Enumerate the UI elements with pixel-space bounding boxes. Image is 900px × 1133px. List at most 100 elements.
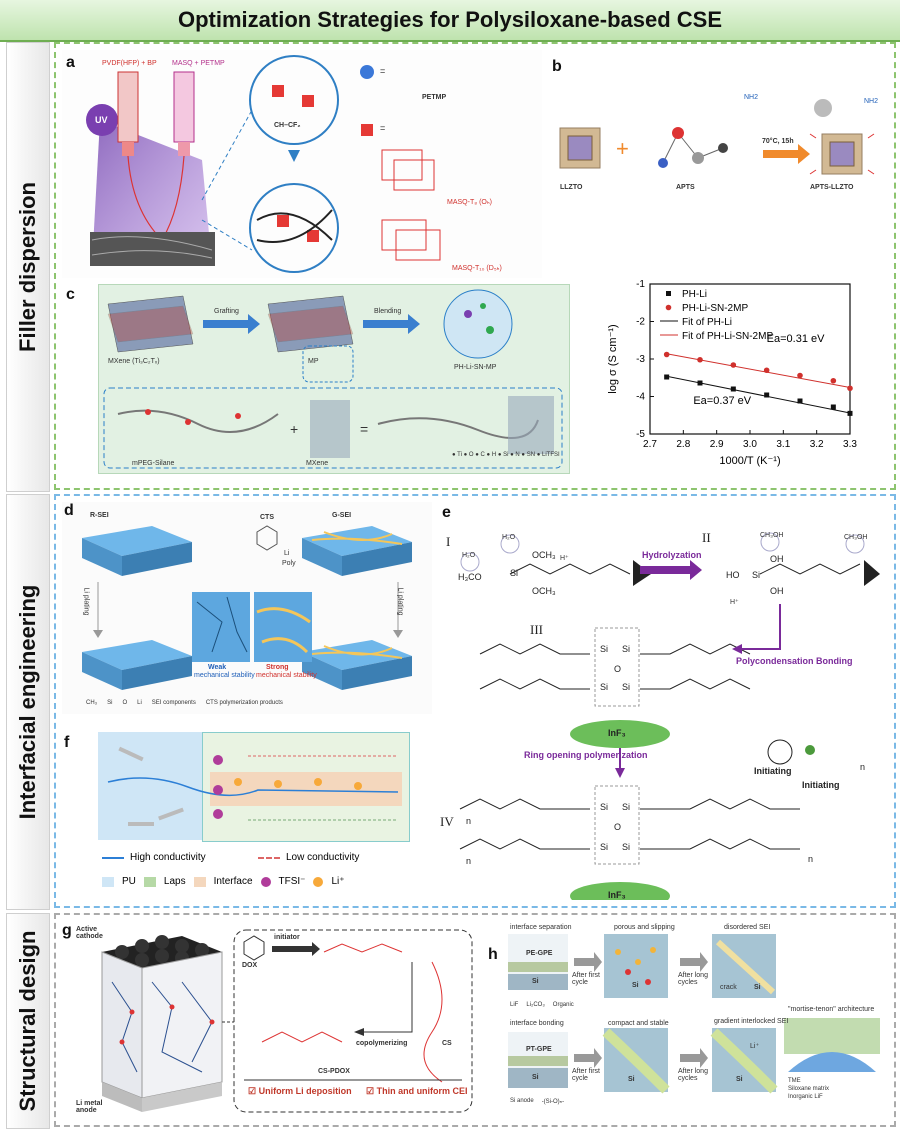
si-label-8: Si xyxy=(622,802,631,812)
mp-label: MP xyxy=(308,358,319,365)
legend-lif: LiF xyxy=(510,1002,519,1008)
section-label-text: Interfacial engineering xyxy=(15,584,40,820)
panel-h-legend-2: Si anode -(Si-O)ₙ- xyxy=(510,1098,564,1105)
si-label-bottom: Si xyxy=(532,1074,539,1081)
y-tick-label: -4 xyxy=(636,392,645,403)
legend-sio: -(Si-O)ₙ- xyxy=(541,1099,565,1105)
data-point-square xyxy=(730,386,736,392)
x-tick-label: 3.0 xyxy=(743,439,757,450)
water-molecule-icon xyxy=(460,552,480,572)
blending-label: Blending xyxy=(374,308,402,315)
y-tick-label: -2 xyxy=(636,317,645,328)
legend-si-anode: Si anode xyxy=(510,1098,534,1104)
blending-arrow-icon xyxy=(363,314,420,334)
data-point-circle xyxy=(730,362,737,368)
apts-atom-icon xyxy=(672,127,684,139)
data-point-square xyxy=(764,392,770,398)
panel-letter-b: b xyxy=(552,58,562,75)
polycondensation-arrow-icon xyxy=(732,644,742,654)
panel-c-illustration: + = xyxy=(103,289,563,469)
x-tick-label: 2.8 xyxy=(676,439,690,450)
high-line-swatch xyxy=(102,856,124,859)
legend-siloxane: Siloxane matrix xyxy=(788,1086,830,1092)
y-tick-label: -1 xyxy=(636,279,645,290)
after-long-1-label: After long cycles xyxy=(678,972,708,986)
si-label-2: Si xyxy=(752,570,761,580)
pt-gpe-label: PT-GPE xyxy=(526,1046,552,1053)
panel-h-legend-1: LiF Li₂CO₃ Organic xyxy=(510,1002,574,1008)
stage-3-label: III xyxy=(530,622,543,637)
legend-interface: Interface xyxy=(213,876,253,887)
petmp-equals: = xyxy=(380,66,386,76)
data-point-circle xyxy=(763,367,770,374)
x-tick-label: 2.9 xyxy=(710,439,724,450)
syringe-left-label: PVDF(HFP) + BP xyxy=(102,60,157,67)
pe-gpe-label: PE-GPE xyxy=(526,950,553,957)
nh2-label-left: NH2 xyxy=(744,94,759,101)
legend-marker xyxy=(666,291,671,296)
legend-label: Fit of PH-Li-SN-2MP xyxy=(682,331,773,342)
ch3oh-label-1: CH₃OH xyxy=(760,532,784,539)
x-axis-label: 1000/T (K⁻¹) xyxy=(719,455,780,467)
si-label-porous: Si xyxy=(632,982,639,989)
porous-zoom xyxy=(604,934,668,998)
strong-zoom xyxy=(254,592,312,662)
li-plus-label: Li⁺ xyxy=(750,1043,760,1050)
syringe-right-icon xyxy=(173,71,195,143)
high-conductivity-legend: High conductivity xyxy=(102,852,206,863)
section-label-interfacial: Interfacial engineering xyxy=(6,494,50,910)
gsei-label: G-SEI xyxy=(332,512,352,519)
ch3oh-label-2: CH₃OH xyxy=(844,534,868,541)
panel-a-illustration xyxy=(86,55,441,273)
chain-label: CH–CF₂ xyxy=(274,122,301,129)
si-label-1: Si xyxy=(510,568,519,578)
section-frame-structural xyxy=(54,913,896,1127)
section-label-filler: Filler dispersion xyxy=(6,42,50,492)
data-point-square xyxy=(797,398,803,404)
masq-t8-label: MASQ-T₈ (Oₕ) xyxy=(447,199,493,206)
uv-beam xyxy=(92,120,212,265)
weak-label: Weak xyxy=(208,664,227,671)
page-title: Optimization Strategies for Polysiloxane… xyxy=(0,0,900,42)
h2o-label-2: H₂O xyxy=(502,534,516,541)
particle-icon xyxy=(814,99,832,117)
annotation-label: Ea=0.31 eV xyxy=(767,333,825,345)
plating-label-left: Li plating xyxy=(82,587,90,616)
legend-cts: CTS polymerization products xyxy=(205,700,283,706)
data-point-circle xyxy=(797,372,803,379)
mxene-layer-icon xyxy=(107,295,194,353)
mxene2-label: MXene xyxy=(306,460,329,467)
after-first-1-label: After first cycle xyxy=(572,972,601,986)
conditions-label: 70°C, 15h xyxy=(762,138,794,145)
data-point-circle xyxy=(830,377,837,384)
composite-icon xyxy=(443,289,513,359)
masq-t10-label: MASQ-T₁₀ (D₅ₕ) xyxy=(452,265,502,272)
masq-cube-icon xyxy=(361,124,373,136)
inf3-particle-top-icon xyxy=(570,720,670,748)
si-label-3: Si xyxy=(600,644,609,654)
panel-e: e I II III IV H₃CO OCH₃ OCH₃ xyxy=(440,504,886,900)
panel-h: h interface separation PE-GPE Si After f… xyxy=(488,922,886,1118)
zoom-circle-top xyxy=(249,55,339,145)
x-tick-label: 3.1 xyxy=(776,439,790,450)
stage-2-label: II xyxy=(702,530,711,545)
polycondensation-label: Polycondensation Bonding xyxy=(736,656,853,666)
svg-text:+: + xyxy=(616,136,629,161)
check-uniform-cei: ☑ Thin and uniform CEI xyxy=(366,1086,468,1096)
mxene-label: MXene (Ti₃C₂Tₓ) xyxy=(108,358,160,365)
legend-laps: Laps xyxy=(163,876,186,887)
mortise-top-block xyxy=(784,1018,880,1054)
mortise-label: "mortise-tenon" architecture xyxy=(788,1006,875,1013)
syringe-left-icon xyxy=(117,71,139,143)
apts-label: APTS xyxy=(676,184,695,191)
cs-label: CS xyxy=(442,1040,452,1047)
disordered-label: disordered SEI xyxy=(724,924,771,931)
cts-label: CTS xyxy=(260,514,274,521)
zoom-circle-bottom xyxy=(249,183,339,273)
legend-label: Fit of PH-Li xyxy=(682,317,732,328)
si-label-top: Si xyxy=(532,978,539,985)
legend-sei: SEI components xyxy=(151,700,196,706)
interface-separation-label: interface separation xyxy=(510,924,572,931)
product-label: APTS-LLZTO xyxy=(810,184,854,191)
panel-g-illustration xyxy=(101,929,473,1113)
